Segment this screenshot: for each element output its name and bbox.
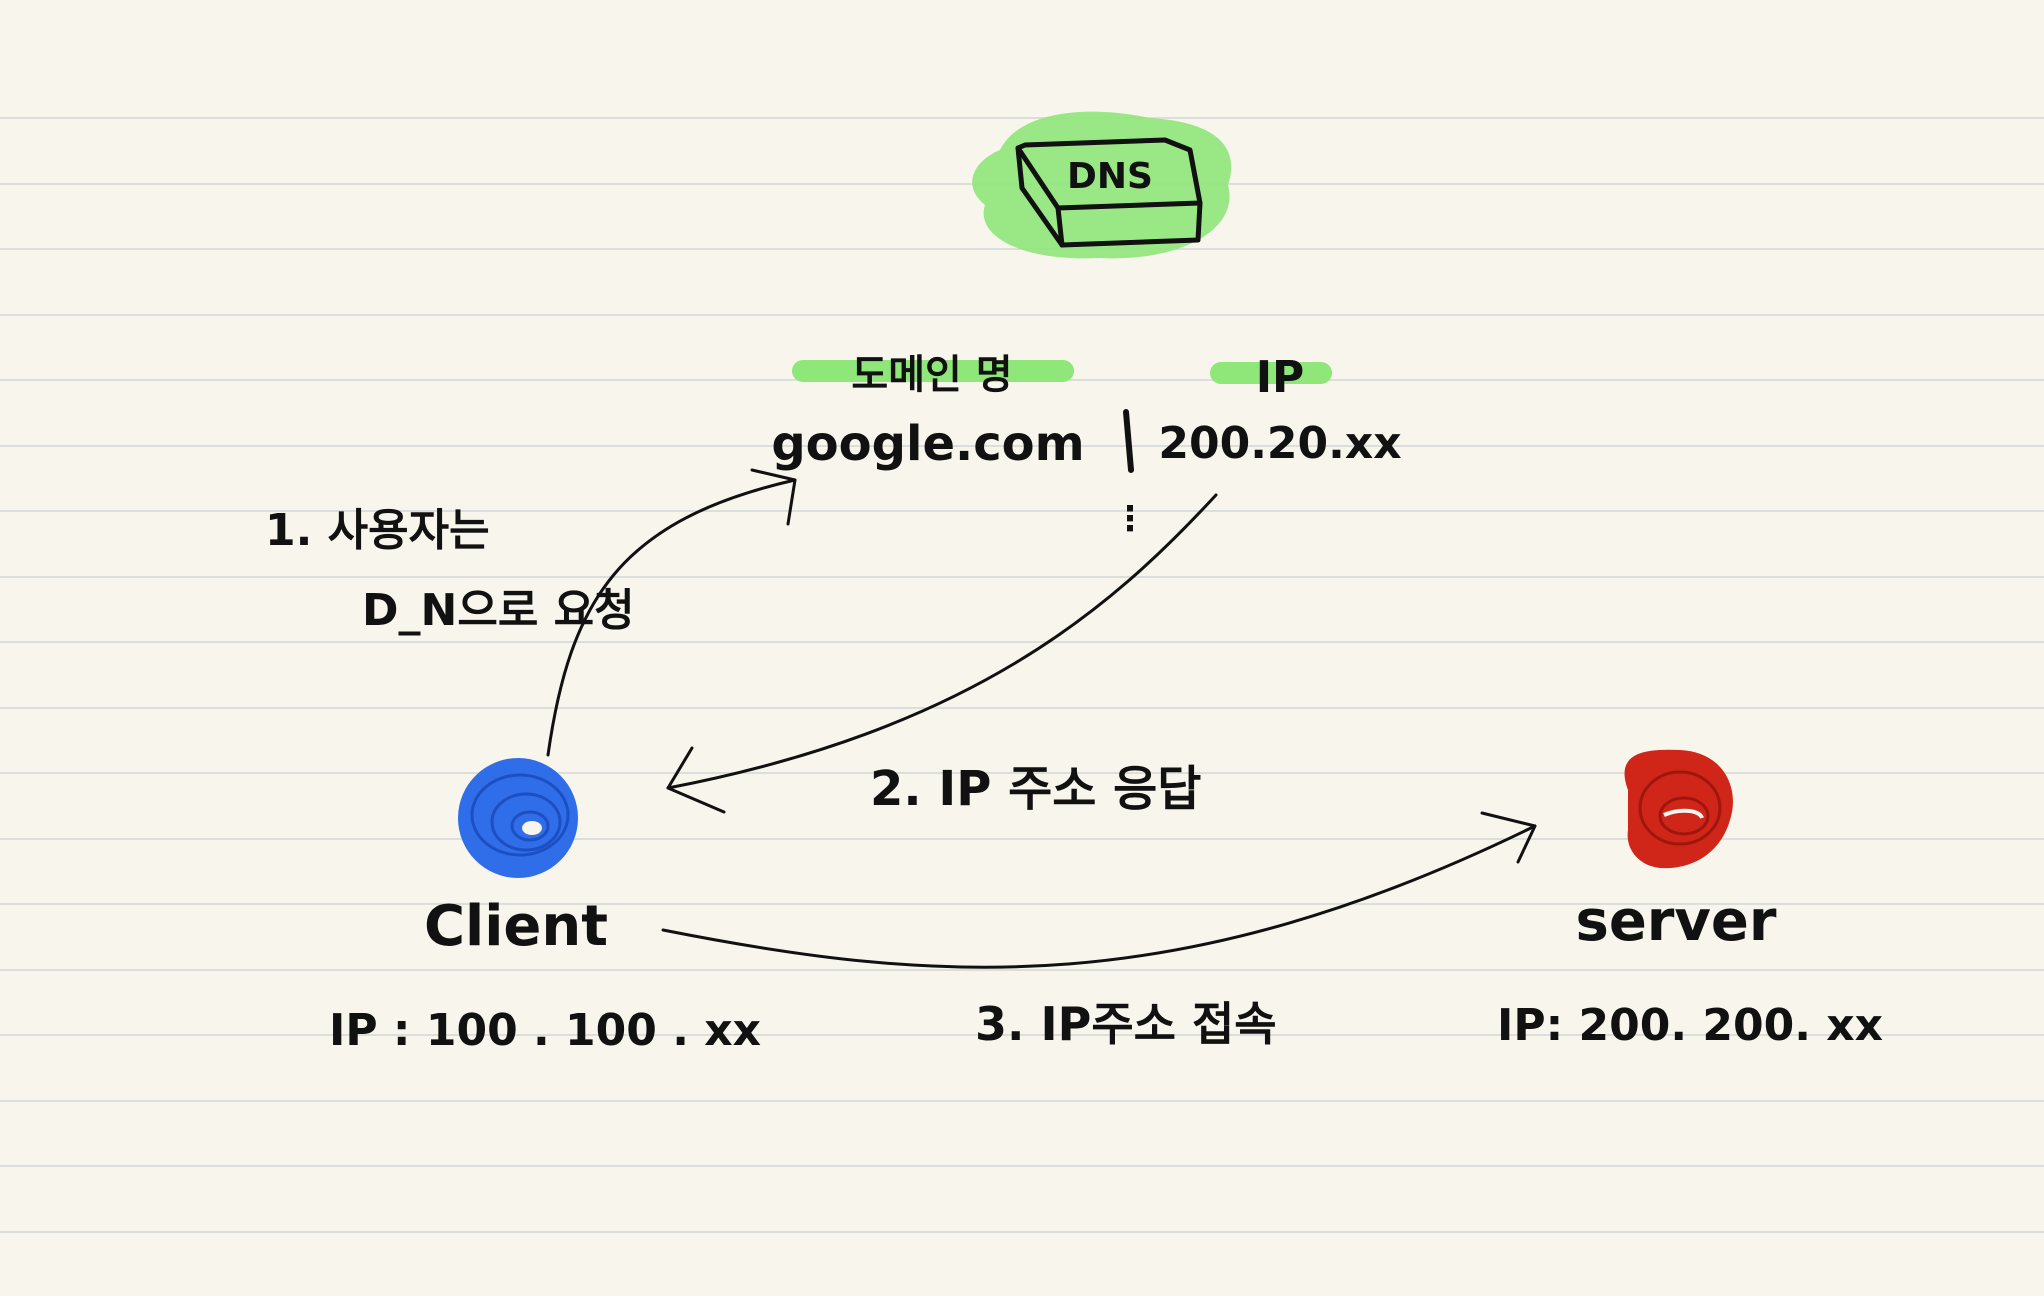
- step3-label: 3. IP주소 접속: [975, 997, 1277, 1051]
- arrow-response: [666, 493, 1218, 814]
- server-label: server: [1575, 889, 1776, 954]
- client-ip: IP : 100 . 100 . xx: [329, 1005, 761, 1056]
- domain-header-highlight: [792, 360, 1074, 382]
- table-divider: [1123, 409, 1134, 473]
- server-node: server IP: 200. 200. xx: [1497, 749, 1883, 1051]
- ip-header-highlight: [1210, 362, 1332, 384]
- table-header-ip: IP: [1256, 352, 1305, 403]
- domain-value: google.com: [771, 416, 1084, 472]
- server-circle-icon: [1624, 749, 1733, 869]
- dns-box-label: DNS: [1067, 156, 1153, 197]
- step1-line2: D_N으로 요청: [362, 585, 635, 636]
- server-ip: IP: 200. 200. xx: [1497, 1000, 1883, 1051]
- arrow-connect: [661, 811, 1537, 969]
- client-label: Client: [424, 894, 608, 959]
- step1-line1: 1. 사용자는: [265, 505, 490, 556]
- ip-value: 200.20.xx: [1158, 418, 1401, 469]
- table-header-domain: 도메인 명: [851, 352, 1012, 398]
- dns-highlight: [972, 111, 1232, 259]
- step2-label: 2. IP 주소 응답: [870, 761, 1201, 817]
- arrow-request: [546, 468, 797, 757]
- server-box-icon: [1015, 137, 1203, 248]
- client-node: Client IP : 100 . 100 . xx: [329, 758, 761, 1056]
- dns-table: 도메인 명 IP google.com 200.20.xx ⋮: [771, 352, 1401, 539]
- client-circle-icon: [458, 758, 578, 878]
- more-rows: ⋮: [1113, 499, 1147, 539]
- dns-server-node: DNS: [972, 111, 1232, 259]
